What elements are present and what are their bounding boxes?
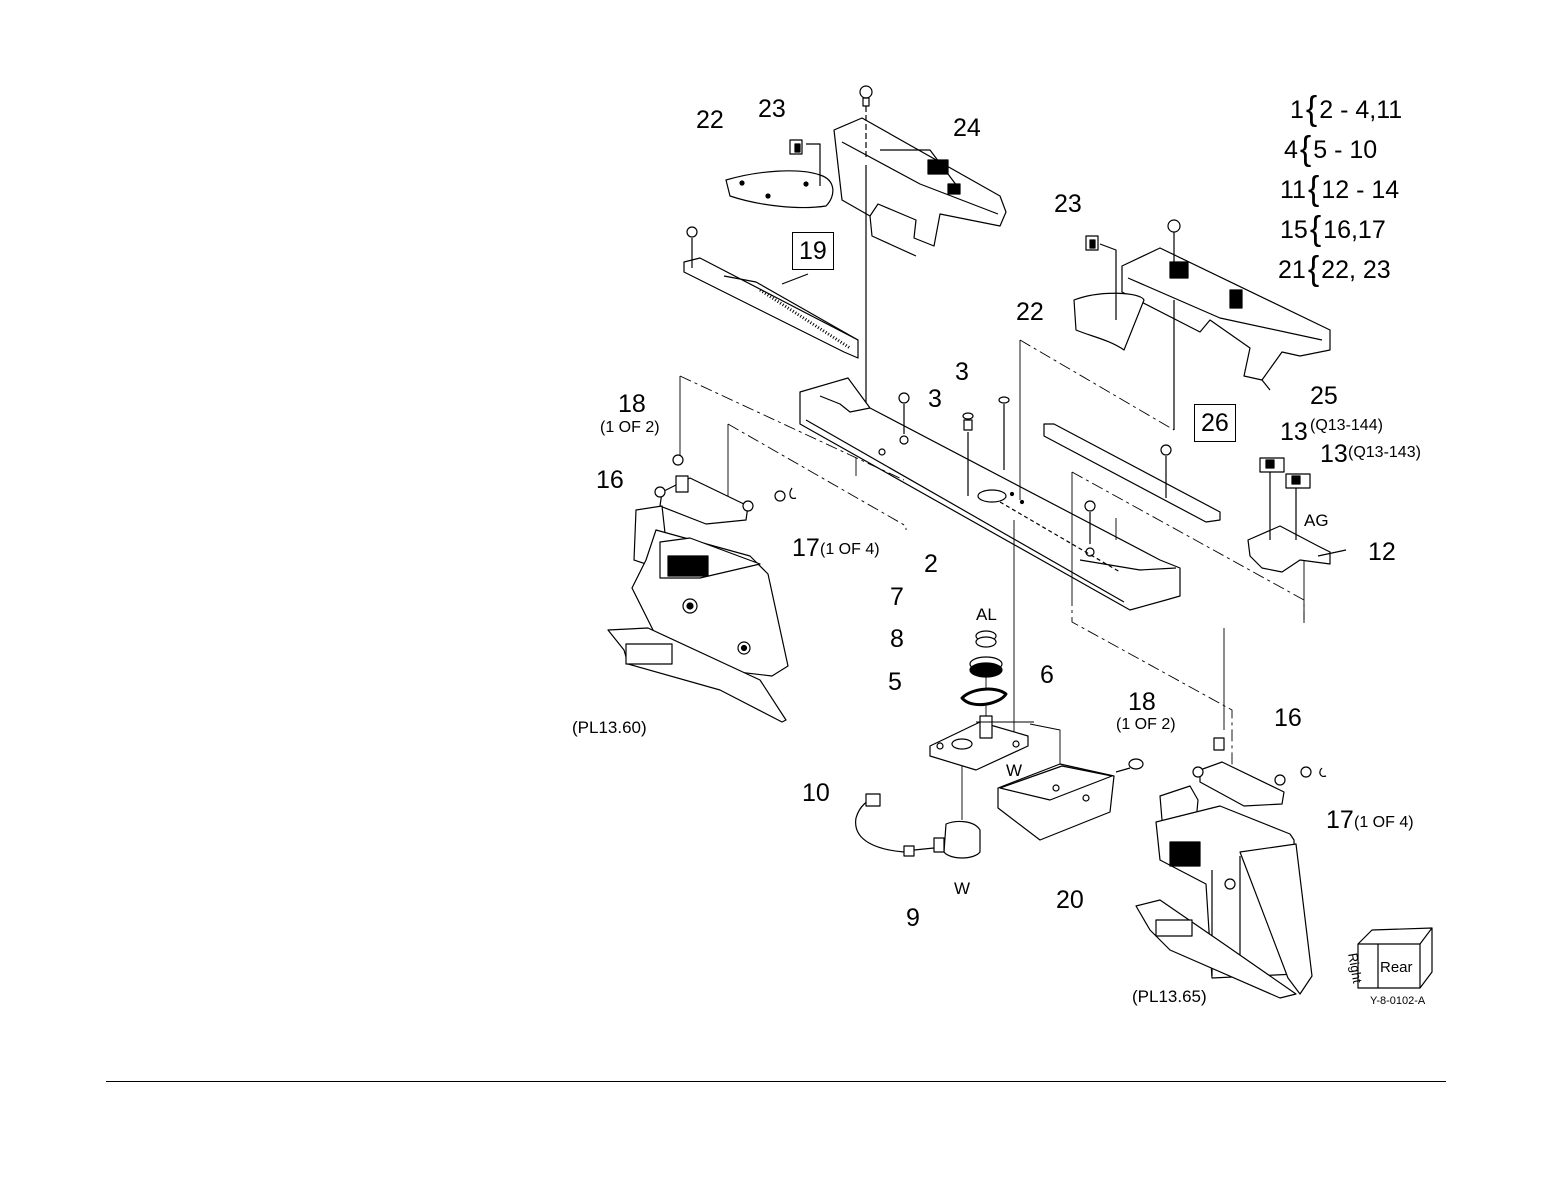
right-stapler-assembly	[1136, 738, 1326, 998]
callout-3-b: 3	[928, 387, 942, 412]
left-folder-assembly	[608, 455, 796, 722]
motor-9	[856, 794, 980, 858]
callout-9: 9	[906, 906, 920, 931]
callout-13-a: 13	[1280, 420, 1308, 445]
callout-20: 20	[1056, 888, 1084, 913]
callout-8: 8	[890, 627, 904, 652]
ref-pl13-65: (PL13.65)	[1132, 988, 1207, 1005]
legend-row-3: 11{12 - 14	[1280, 168, 1399, 207]
ref-pl13-60: (PL13.60)	[572, 719, 647, 736]
callout-18-right-note: (1 OF 2)	[1116, 717, 1176, 733]
legend-row-5: 21{22, 23	[1278, 248, 1391, 287]
callout-26: 26	[1194, 404, 1236, 442]
callout-25: 25	[1310, 384, 1338, 409]
legend-row-4: 15{16,17	[1280, 208, 1386, 247]
callout-12: 12	[1368, 540, 1396, 565]
figure-id: Y-8-0102-A	[1370, 996, 1425, 1007]
label-w-upper: W	[1006, 762, 1022, 779]
callout-16-right: 16	[1274, 706, 1302, 731]
callout-18-left-note: (1 OF 2)	[600, 420, 660, 436]
callout-16-left: 16	[596, 468, 624, 493]
callout-22-right: 22	[1016, 300, 1044, 325]
callout-24: 24	[953, 116, 981, 141]
callout-17-right: 17	[1326, 808, 1354, 833]
callout-18-left: 18	[618, 392, 646, 417]
cube-label-rear: Rear	[1380, 960, 1413, 975]
callout-17-left-note: (1 OF 4)	[820, 542, 880, 558]
orientation-cube-icon	[1358, 928, 1432, 988]
footer-rule	[106, 1081, 1446, 1082]
sensor-bracket-12	[1248, 458, 1346, 572]
callout-13-b: 13	[1320, 442, 1348, 467]
drive-assembly-4	[930, 631, 1034, 770]
legend-row-1: 1{2 - 4,11	[1290, 88, 1402, 127]
callout-19: 19	[792, 232, 834, 270]
callout-13-a-note: (Q13-144)	[1310, 418, 1383, 434]
callout-10: 10	[802, 781, 830, 806]
clamp-22-top	[726, 140, 833, 208]
callout-18-right: 18	[1128, 690, 1156, 715]
legend-row-2: 4{5 - 10	[1284, 128, 1377, 167]
callout-23-right: 23	[1054, 192, 1082, 217]
callout-7: 7	[890, 585, 904, 610]
callout-17-left: 17	[792, 536, 820, 561]
main-frame-2	[800, 378, 1180, 610]
callout-17-right-note: (1 OF 4)	[1354, 815, 1414, 831]
label-w-lower: W	[954, 880, 970, 897]
callout-5: 5	[888, 670, 902, 695]
callout-2: 2	[924, 552, 938, 577]
label-al: AL	[976, 606, 997, 623]
label-ag: AG	[1304, 512, 1329, 529]
callout-6: 6	[1040, 663, 1054, 688]
callout-23-top: 23	[758, 97, 786, 122]
callout-22-top: 22	[696, 108, 724, 133]
callout-13-b-note: (Q13-143)	[1348, 445, 1421, 461]
callout-3-a: 3	[955, 360, 969, 385]
